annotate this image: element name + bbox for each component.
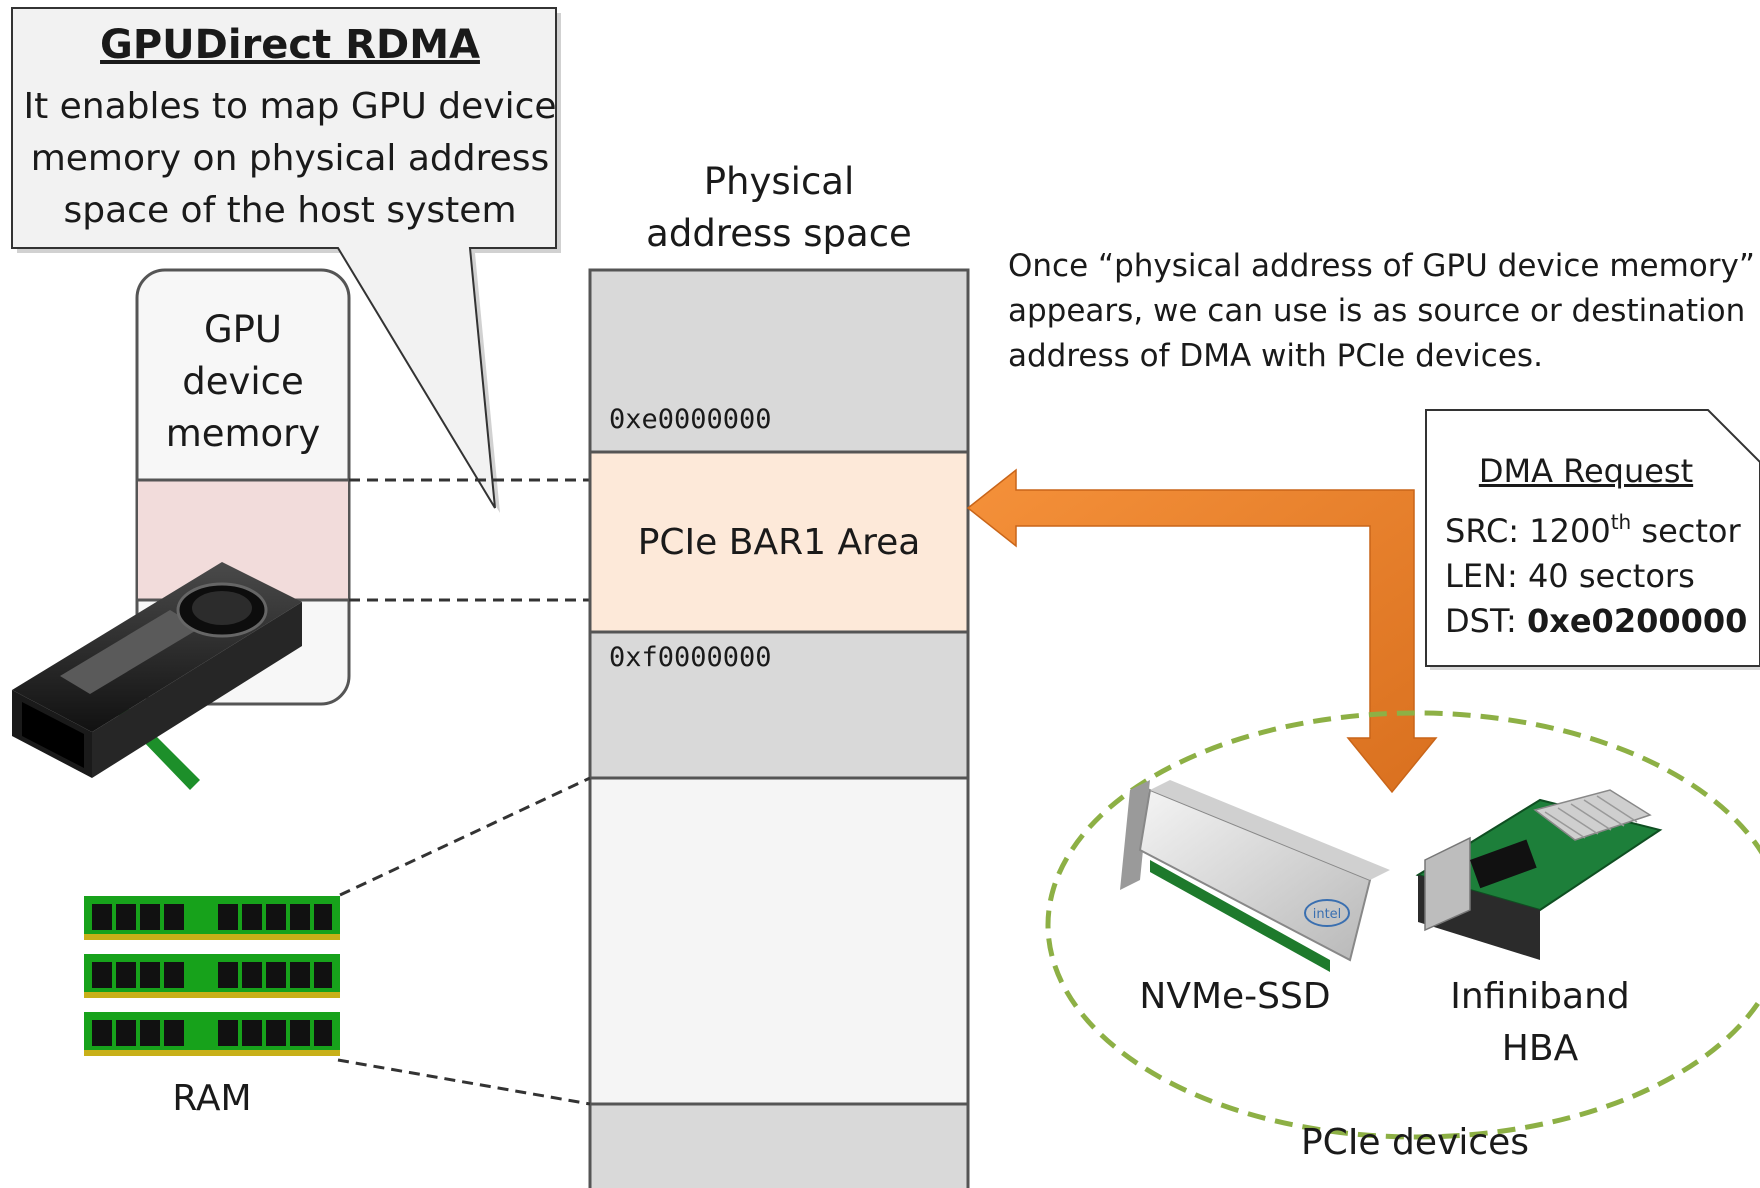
region-below-bar1 [588, 630, 970, 780]
infiniband-label-line-1: Infiniband [1450, 976, 1630, 1017]
dma-arrow [966, 468, 1438, 794]
address-end-label: 0xf0000000 [609, 642, 772, 673]
intel-logo: intel [1313, 907, 1342, 922]
callout-line-1: It enables to map GPU device [23, 86, 557, 127]
gpu-label-line-1: GPU [203, 308, 283, 351]
dma-request-note [1425, 409, 1760, 670]
gpu-mapping-lines [349, 478, 590, 602]
ram-region [588, 776, 970, 1106]
callout-bubble [11, 7, 561, 513]
ram-stick [84, 954, 340, 998]
dma-src-line: SRC: 1200th sector [1445, 510, 1741, 550]
bar1-label: PCIe BAR1 Area [637, 522, 921, 563]
address-space-title-1: Physical [703, 160, 855, 203]
nvme-ssd-icon: intel [1120, 780, 1390, 972]
dma-dst-value: 0xe0200000 [1526, 602, 1748, 640]
address-space-title-2: address space [646, 212, 912, 255]
dma-src-prefix: SRC: 1200 [1445, 512, 1611, 550]
infiniband-hba-icon [1415, 789, 1663, 960]
address-space-column [588, 268, 970, 1188]
description-line-3: address of DMA with PCIe devices. [1008, 338, 1543, 374]
dma-len-line: LEN: 40 sectors [1445, 557, 1695, 595]
ram-sticks-icon [84, 896, 340, 1056]
ram-stick [84, 1012, 340, 1056]
gpu-label-line-3: memory [165, 412, 321, 455]
dma-src-suffix: sector [1631, 512, 1741, 550]
ram-stick [84, 896, 340, 940]
infiniband-label-line-2: HBA [1501, 1028, 1579, 1069]
callout-line-3: space of the host system [63, 190, 517, 231]
callout-title: GPUDirect RDMA [100, 22, 480, 68]
nvme-ssd-label: NVMe-SSD [1139, 976, 1331, 1017]
ram-mapping-lines [337, 776, 591, 1106]
dma-dst-prefix: DST: [1445, 602, 1527, 640]
gpu-card-icon [12, 562, 302, 790]
region-bottom [588, 1102, 970, 1188]
dma-src-sup: th [1610, 510, 1632, 534]
gpu-label-line-2: device [182, 360, 304, 403]
bar1-region [588, 450, 970, 634]
callout-line-2: memory on physical address [30, 138, 550, 179]
description-line-2: appears, we can use is as source or dest… [1008, 293, 1746, 329]
dma-dst-line: DST: 0xe0200000 [1445, 602, 1747, 640]
ram-label: RAM [172, 1078, 252, 1119]
pcie-devices-ellipse [1045, 710, 1760, 1140]
region-above-bar1 [588, 268, 970, 454]
address-start-label: 0xe0000000 [609, 404, 772, 435]
pcie-devices-label: PCIe devices [1300, 1122, 1530, 1163]
description-line-1: Once “physical address of GPU device mem… [1008, 248, 1755, 284]
dma-request-title: DMA Request [1478, 452, 1694, 490]
